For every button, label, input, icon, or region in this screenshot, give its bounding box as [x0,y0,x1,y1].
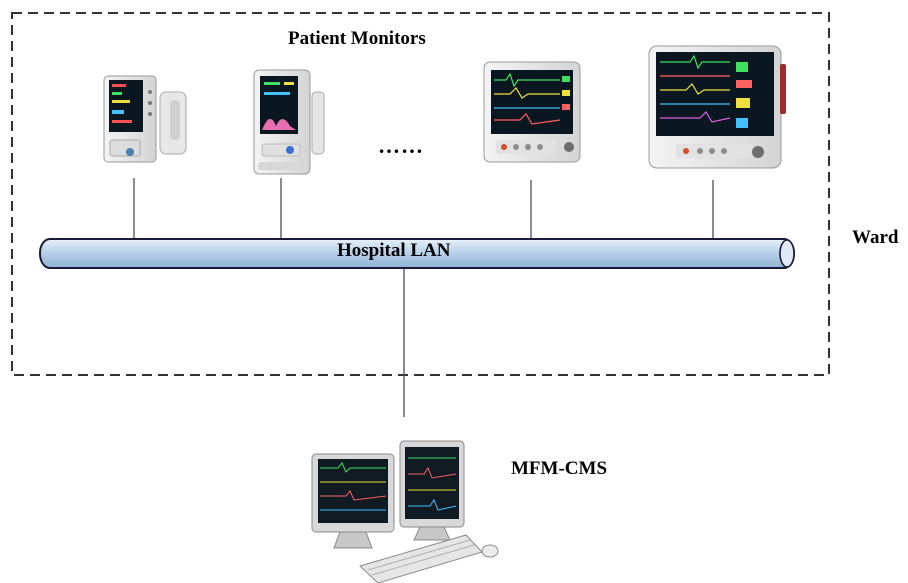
patient-monitor-2-icon [253,69,325,175]
patient-monitor-3-icon [483,61,581,163]
patient-monitor-1-icon [103,75,187,163]
patient-monitors-title: Patient Monitors [288,28,426,49]
patient-monitor-4-icon [648,45,786,169]
hospital-lan-label: Hospital LAN [337,240,451,261]
hospital-lan-pipe [39,238,795,269]
ward-boundary [11,12,830,376]
more-monitors-ellipsis: …… [378,133,424,158]
ward-label: Ward [852,227,899,248]
central-station-label: MFM-CMS [511,458,608,479]
central-station-icon [311,440,499,583]
